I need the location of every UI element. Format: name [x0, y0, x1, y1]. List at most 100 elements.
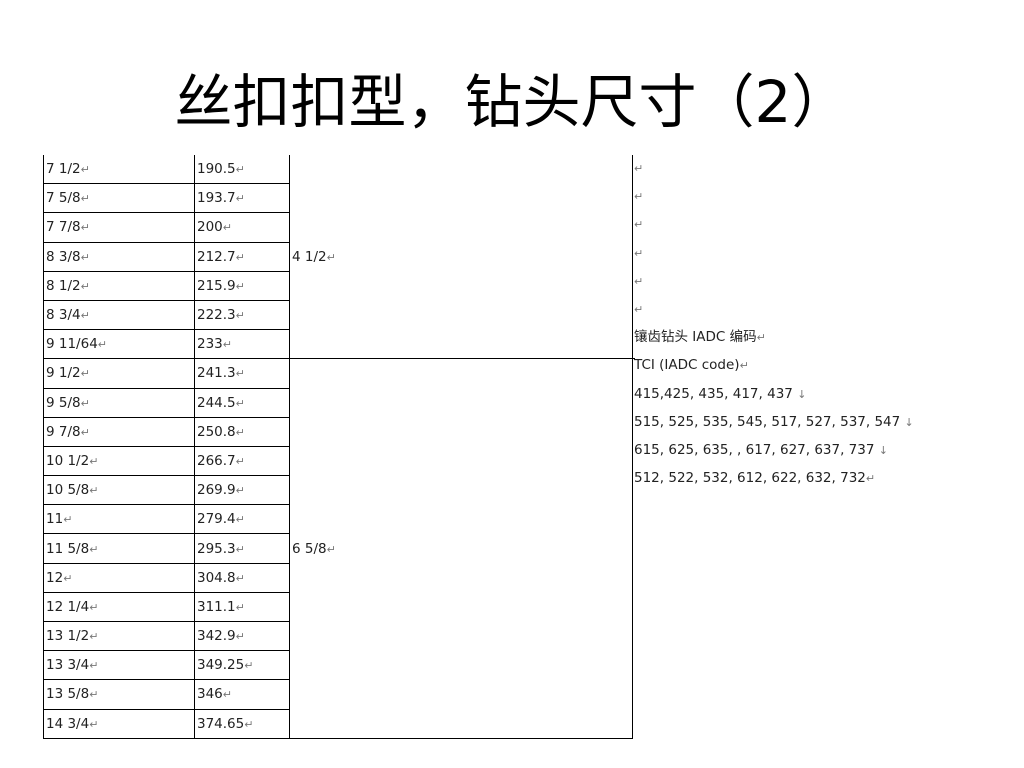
code-line-1-text: 415,425, 435, 417, 437 — [634, 385, 793, 402]
return-mark: ↵ — [235, 309, 245, 323]
empty-line: ↵ — [634, 295, 1024, 323]
size-mm-cell: 193.7↵ — [194, 183, 290, 214]
table-row: 7 1/2↵190.5↵4 1/2↵ — [43, 155, 633, 360]
size-inch-text: 13 1/2 — [46, 628, 90, 645]
size-inch-cell: 10 5/8↵ — [43, 475, 195, 506]
empty-line: ↵ — [634, 182, 1024, 210]
return-mark: ↵ — [634, 190, 644, 204]
return-mark: ↵ — [326, 250, 336, 264]
empty-line: ↵ — [634, 267, 1024, 295]
return-mark: ↵ — [634, 302, 644, 316]
size-inch-text: 10 5/8 — [46, 482, 90, 499]
notes-heading: 镶齿钻头 IADC 编码↵ — [634, 323, 1024, 351]
iadc-notes: ↵ ↵ ↵ ↵ ↵ ↵ 镶齿钻头 IADC 编码↵ TCI (IADC code… — [634, 154, 1024, 492]
size-mm-cell: 215.9↵ — [194, 270, 290, 301]
return-mark: ↵ — [89, 600, 99, 614]
code-line-1: 415,425, 435, 417, 437 ↓ — [634, 380, 1024, 408]
empty-line: ↵ — [634, 239, 1024, 267]
size-mm-cell: 190.5↵ — [194, 155, 290, 185]
return-mark: ↵ — [756, 331, 766, 345]
return-mark: ↵ — [235, 571, 245, 585]
size-inch-cell: 9 7/8↵ — [43, 416, 195, 447]
size-inch-cell: 14 3/4↵ — [43, 708, 195, 739]
return-mark: ↵ — [89, 484, 99, 498]
return-mark: ↵ — [865, 472, 876, 486]
return-mark: ↵ — [235, 250, 245, 264]
code-line-4-text: 512, 522, 532, 612, 622, 632, 732 — [634, 470, 866, 487]
size-inch-cell: 7 7/8↵ — [43, 212, 195, 243]
table-row: 9 7/8↵250.8↵ — [43, 416, 633, 447]
size-mm-text: 193.7 — [197, 190, 236, 207]
size-inch-text: 9 5/8 — [46, 394, 81, 411]
return-mark: ↵ — [634, 274, 644, 288]
table-row: 7 5/8↵193.7↵ — [43, 183, 633, 214]
return-mark: ↵ — [235, 396, 245, 410]
return-mark: ↵ — [326, 542, 336, 556]
code-line-2: 515, 525, 535, 545, 517, 527, 537, 547 ↓ — [634, 408, 1024, 436]
notes-heading-text: 镶齿钻头 IADC 编码 — [634, 329, 757, 346]
size-inch-cell: 13 3/4↵ — [43, 650, 195, 681]
return-mark: ↵ — [235, 454, 245, 468]
size-mm-text: 346 — [197, 686, 223, 703]
size-mm-text: 342.9 — [197, 628, 236, 645]
size-mm-cell: 269.9↵ — [194, 475, 290, 506]
return-mark: ↵ — [235, 630, 245, 644]
size-inch-text: 8 3/8 — [46, 248, 81, 265]
size-mm-cell: 233↵ — [194, 329, 290, 360]
return-mark: ↵ — [222, 688, 232, 702]
size-inch-text: 12 1/4 — [46, 598, 90, 615]
return-mark: ↵ — [235, 279, 245, 293]
return-mark: ↵ — [739, 359, 749, 373]
size-mm-cell: 222.3↵ — [194, 299, 290, 331]
size-mm-cell: 311.1↵ — [194, 591, 290, 623]
size-mm-cell: 244.5↵ — [194, 387, 290, 418]
size-mm-text: 311.1 — [197, 598, 236, 615]
code-line-2-text: 515, 525, 535, 545, 517, 527, 537, 547 — [634, 413, 901, 430]
size-inch-text: 10 1/2 — [46, 452, 90, 469]
return-mark: ↵ — [634, 246, 644, 260]
size-inch-cell: 10 1/2↵ — [43, 445, 195, 477]
return-mark: ↵ — [89, 454, 99, 468]
table-row: 10 1/2↵266.7↵ — [43, 445, 633, 477]
pin-thread-cell: 4 1/2↵ — [289, 155, 633, 360]
size-mm-text: 295.3 — [197, 540, 236, 557]
size-mm-cell: 266.7↵ — [194, 445, 290, 477]
size-mm-cell: 342.9↵ — [194, 620, 290, 652]
line-break-mark: ↓ — [878, 443, 888, 457]
size-inch-cell: 8 3/8↵ — [43, 241, 195, 272]
return-mark: ↵ — [244, 717, 254, 731]
table-row: 11 5/8↵295.3↵ — [43, 533, 633, 564]
size-inch-cell: 7 1/2↵ — [43, 155, 195, 185]
size-mm-text: 349.25 — [197, 657, 245, 674]
return-mark: ↵ — [80, 250, 90, 264]
return-mark: ↵ — [222, 338, 232, 352]
size-mm-text: 250.8 — [197, 423, 236, 440]
size-inch-cell: 9 5/8↵ — [43, 387, 195, 418]
return-mark: ↵ — [235, 484, 245, 498]
notes-subheading: TCI (IADC code)↵ — [634, 351, 1024, 379]
size-mm-cell: 279.4↵ — [194, 504, 290, 535]
size-mm-cell: 250.8↵ — [194, 416, 290, 447]
return-mark: ↵ — [97, 338, 108, 352]
table-row: 13 5/8↵346↵ — [43, 679, 633, 710]
pin-thread-cell: 6 5/8↵ — [289, 358, 633, 739]
return-mark: ↵ — [235, 367, 245, 381]
return-mark: ↵ — [80, 221, 90, 235]
size-inch-cell: 12↵ — [43, 562, 195, 593]
size-inch-cell: 12 1/4↵ — [43, 591, 195, 623]
return-mark: ↵ — [235, 163, 245, 177]
size-inch-cell: 11↵ — [43, 504, 195, 535]
size-mm-cell: 304.8↵ — [194, 562, 290, 593]
size-mm-text: 269.9 — [197, 482, 236, 499]
table-row: 12 1/4↵311.1↵ — [43, 591, 633, 623]
slide-title: 丝扣扣型，钻头尺寸（2） — [174, 68, 850, 136]
size-inch-text: 14 3/4 — [46, 715, 90, 732]
size-mm-cell: 200↵ — [194, 212, 290, 243]
code-line-3: 615, 625, 635, , 617, 627, 637, 737 ↓ — [634, 436, 1024, 464]
size-inch-cell: 13 5/8↵ — [43, 679, 195, 710]
size-inch-cell: 9 11/64↵ — [43, 329, 195, 360]
size-inch-cell: 9 1/2↵ — [43, 358, 195, 389]
return-mark: ↵ — [235, 513, 245, 527]
size-inch-text: 9 7/8 — [46, 423, 81, 440]
size-inch-text: 13 5/8 — [46, 686, 90, 703]
